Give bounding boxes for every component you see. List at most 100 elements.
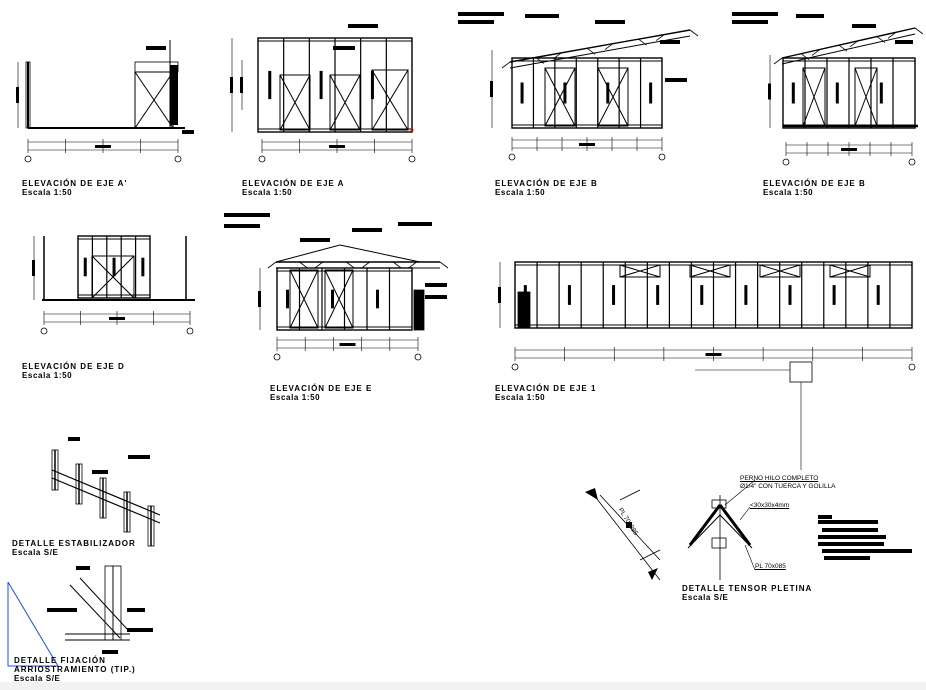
e-tag xyxy=(398,222,432,226)
b1-truss-web xyxy=(689,29,699,37)
fixation-tag xyxy=(127,608,145,612)
fixation-tag xyxy=(102,650,118,654)
e1-opening-mark xyxy=(567,285,571,305)
e-truss-web xyxy=(392,261,402,269)
b1-truss-web xyxy=(638,38,647,46)
a-prime-tag xyxy=(182,130,194,134)
d-opening-mark xyxy=(83,257,87,277)
a-tag xyxy=(333,46,355,50)
a-dim-text xyxy=(329,145,345,148)
elevation-title-e: ELEVACIÓN DE EJE E xyxy=(270,384,373,393)
a-opening-mark xyxy=(268,70,272,100)
e1-header-brace xyxy=(829,264,871,278)
b2-truss-web xyxy=(914,27,924,35)
e1-hatch xyxy=(517,291,531,329)
leader xyxy=(744,544,756,571)
a-prime-dim-text xyxy=(95,145,111,148)
axis-bubble xyxy=(908,158,916,166)
b1-roof xyxy=(509,29,691,63)
bottom-scrollbar[interactable] xyxy=(0,682,926,690)
elevation-scale-a: Escala 1:50 xyxy=(242,188,293,197)
axis-bubble xyxy=(508,153,516,161)
elevation-scale-d: Escala 1:50 xyxy=(22,371,73,380)
e1-vdim-text xyxy=(498,287,501,303)
e-truss-web xyxy=(439,261,449,269)
axis-bubble xyxy=(174,155,182,163)
elevation-title-a: ELEVACIÓN DE EJE A xyxy=(242,179,345,188)
b2-truss-web xyxy=(838,44,848,52)
e1-opening-mark xyxy=(656,285,660,305)
angle-leg xyxy=(688,504,722,546)
e-truss-web xyxy=(346,261,355,269)
e-roof-peak xyxy=(275,244,341,263)
e1-dim-text xyxy=(705,353,722,356)
a-vdim-text xyxy=(230,77,233,93)
tensor-callout-box xyxy=(789,361,813,383)
e1-opening-mark xyxy=(744,285,748,305)
b1-opening-mark xyxy=(520,82,524,104)
b2-tag xyxy=(895,40,913,44)
b2-tag xyxy=(732,20,768,24)
a-prime-hatch xyxy=(170,65,178,125)
e-roof-peak xyxy=(339,244,421,263)
section-arrow-icon xyxy=(585,488,598,500)
axis-bubble xyxy=(40,327,48,335)
b1-truss-web xyxy=(501,61,511,69)
b1-tag xyxy=(458,20,494,24)
b2-dim-text xyxy=(841,148,857,151)
b2-roof xyxy=(781,33,916,65)
blue-selection-triangle xyxy=(7,581,59,667)
fixation-column xyxy=(112,565,122,641)
axis-bubble xyxy=(414,353,422,361)
e1-header-panel xyxy=(619,264,661,278)
e1-header-brace xyxy=(689,264,731,278)
a-prime-tag xyxy=(146,46,166,50)
b1-truss-web xyxy=(604,43,614,51)
b1-tag xyxy=(665,78,687,82)
e-vdim-text xyxy=(258,291,261,307)
fixation-tag xyxy=(76,566,90,570)
detail-title-fijacion-1: DETALLE FIJACIÓN xyxy=(14,656,106,665)
e1-header-panel xyxy=(759,264,801,278)
e-tag xyxy=(425,295,447,299)
axis-bubble xyxy=(511,363,519,371)
e1-header-panel xyxy=(829,264,871,278)
e1-header-panel xyxy=(689,264,731,278)
elevation-scale-b2: Escala 1:50 xyxy=(763,188,814,197)
e-tag xyxy=(425,283,447,287)
axis-bubble xyxy=(908,363,916,371)
a-3-brace xyxy=(371,69,409,131)
a-opening-mark xyxy=(319,70,323,100)
d-opening-mark xyxy=(141,257,145,277)
a-prime-brace xyxy=(134,71,174,129)
b1-tag xyxy=(660,40,680,44)
plate-section-line xyxy=(589,489,661,581)
e1-opening-mark xyxy=(832,285,836,305)
b2-opening-mark xyxy=(791,82,795,104)
stabilizer-member xyxy=(51,469,161,516)
b1-vdim-text xyxy=(490,81,493,97)
note-plate: PL 70x085 xyxy=(755,563,786,570)
note-angle: <30x30x4mm xyxy=(750,502,790,509)
plate xyxy=(687,514,721,549)
b1-opening-mark xyxy=(563,82,567,104)
detail-title-tensor: DETALLE TENSOR PLETINA xyxy=(682,584,813,593)
red-marker xyxy=(410,128,414,132)
b2-tag xyxy=(732,12,778,16)
b1-dim-text xyxy=(579,143,595,146)
a-tag xyxy=(348,24,378,28)
e1-opening-mark xyxy=(612,285,616,305)
a-2-panel xyxy=(329,74,361,131)
e-opening-mark xyxy=(331,289,334,309)
e-tag xyxy=(352,228,382,232)
b1-brace xyxy=(544,67,576,127)
b2-truss-web xyxy=(773,57,783,65)
line xyxy=(639,549,661,561)
b1-tag xyxy=(595,20,625,24)
detail-scale-fijacion: Escala S/E xyxy=(14,674,61,683)
e1-header-brace xyxy=(619,264,661,278)
d-vdim-text xyxy=(32,260,35,276)
fixation-tag xyxy=(47,608,77,612)
d-dim-text xyxy=(109,317,125,320)
axis-bubble xyxy=(24,155,32,163)
